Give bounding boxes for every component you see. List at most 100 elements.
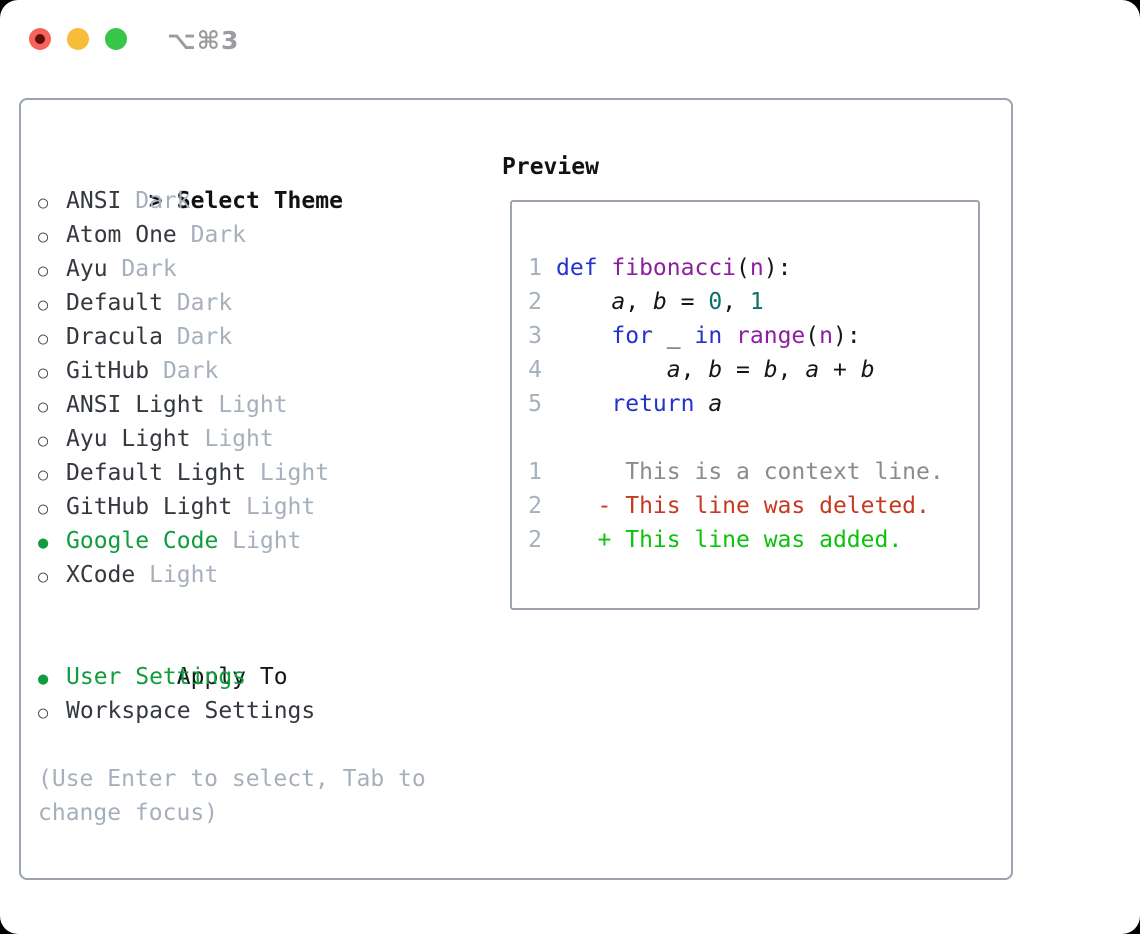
token-plain: , (680, 357, 709, 383)
code-line: 1 This is a context line. (528, 455, 978, 489)
apply-to-option-label: Workspace Settings (66, 698, 316, 724)
theme-option-label: Default Light (66, 460, 247, 486)
line-number: 2 (528, 527, 542, 553)
token-plain: = (722, 357, 764, 383)
prompt-caret: > (148, 188, 163, 214)
theme-variant-tag: Light (149, 562, 219, 588)
token-name: n (819, 323, 834, 349)
radio-icon: ○ (38, 261, 49, 281)
theme-option-label: ANSI (66, 188, 122, 214)
theme-variant-tag: Dark (121, 256, 177, 282)
close-button[interactable] (29, 28, 51, 50)
theme-variant-tag: Light (246, 494, 316, 520)
zoom-button[interactable] (105, 28, 127, 50)
token-var: b (860, 357, 875, 383)
line-number: 4 (528, 357, 542, 383)
radio-icon: ○ (38, 193, 49, 213)
code-line: 5 return a (528, 387, 978, 421)
token-literal: 1 (749, 289, 764, 315)
theme-variant-tag: Dark (135, 188, 191, 214)
apply-to-option-label: User Settings (66, 664, 247, 690)
theme-variant-tag: Dark (176, 290, 233, 316)
theme-variant-tag: Dark (190, 222, 247, 248)
radio-icon: ○ (38, 703, 49, 723)
code-line: 3 for _ in range(n): (528, 319, 978, 353)
token-literal: 0 (708, 289, 723, 315)
hint-text-line-2: change focus) (38, 800, 219, 826)
select-theme-title: Select Theme (176, 188, 343, 214)
token-deleted: - This line was deleted. (556, 493, 930, 519)
token-plain: ( (736, 255, 750, 281)
select-theme-header: > Select Theme (38, 150, 502, 214)
theme-variant-tag: Light (232, 528, 302, 554)
theme-option-label: GitHub (66, 358, 150, 384)
theme-variant-tag: Dark (176, 324, 233, 350)
apply-to-option-workspace-settings[interactable]: ○ Workspace Settings (38, 694, 502, 728)
token-plain: , (777, 357, 806, 383)
theme-option-label: XCode (66, 562, 136, 588)
theme-option-dracula[interactable]: ○ Dracula Dark (38, 320, 502, 354)
token-plain: ( (805, 323, 820, 349)
theme-option-label: Ayu (66, 256, 108, 282)
spacer-row (38, 592, 502, 626)
theme-option-label: Ayu Light (66, 426, 191, 452)
token-plain: , (722, 289, 750, 315)
theme-option-xcode[interactable]: ○ XCode Light (38, 558, 502, 592)
window-titlebar: ⌥⌘3 (0, 0, 1140, 98)
radio-icon: ○ (38, 227, 49, 247)
line-number: 1 (528, 459, 542, 485)
token-var: a (708, 391, 723, 417)
token-name: n (749, 255, 764, 281)
theme-option-ansi[interactable]: ○ ANSI Dark (38, 184, 502, 218)
token-plain (722, 323, 736, 349)
token-keyword: in (694, 323, 723, 349)
radio-icon: ○ (38, 397, 49, 417)
theme-option-ayu[interactable]: ○ Ayu Dark (38, 252, 502, 286)
apply-to-option-user-settings[interactable]: ● User Settings (38, 660, 502, 694)
token-keyword: for (611, 323, 653, 349)
radio-icon: ○ (38, 567, 49, 587)
apply-to-header: Apply To (38, 626, 502, 690)
code-line: 4 a, b = b, a + b (528, 353, 978, 387)
code-line: 2 - This line was deleted. (528, 489, 978, 523)
token-plain (556, 323, 611, 349)
token-var: a (666, 357, 681, 383)
theme-option-label: Dracula (66, 324, 163, 350)
token-var: b (708, 357, 723, 383)
radio-icon: ○ (38, 329, 49, 349)
code-line: 2 + This line was added. (528, 523, 978, 557)
code-line: 2 a, b = 0, 1 (528, 285, 978, 319)
preview-title: Preview (502, 154, 599, 180)
line-number: 3 (528, 323, 542, 349)
theme-variant-tag: Light (204, 426, 274, 452)
token-plain: ): (763, 255, 792, 281)
apply-to-title: Apply To (176, 664, 288, 690)
token-plain: = (666, 289, 709, 315)
line-number: 1 (528, 255, 542, 281)
line-number: 2 (528, 289, 542, 315)
minimize-button[interactable] (67, 28, 89, 50)
token-plain (556, 289, 611, 315)
selected-radio-icon: ● (38, 669, 49, 689)
token-var: a (805, 357, 820, 383)
token-plain (556, 357, 667, 383)
theme-option-label: Google Code (66, 528, 219, 554)
token-var: a (611, 289, 626, 315)
traffic-lights (29, 28, 127, 50)
theme-option-label: Default (66, 290, 163, 316)
token-added: + This line was added. (556, 527, 903, 553)
theme-option-ayu-light[interactable]: ○ Ayu Light Light (38, 422, 502, 456)
theme-option-label: ANSI Light (66, 392, 205, 418)
radio-icon: ○ (38, 431, 49, 451)
